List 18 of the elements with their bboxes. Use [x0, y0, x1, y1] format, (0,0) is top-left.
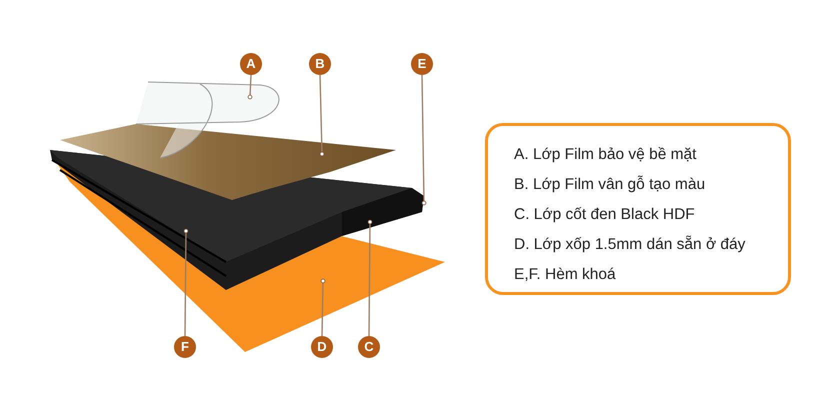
leader-line: [421, 74, 426, 206]
callout-marker: C: [358, 336, 380, 358]
layer-description: C. Lớp cốt đen Black HDF: [514, 205, 695, 225]
leader-line: [248, 74, 252, 100]
callout-marker: F: [174, 336, 196, 358]
layer-description: D. Lớp xốp 1.5mm dán sẵn ở đáy: [514, 234, 746, 255]
callout-marker: A: [240, 53, 262, 75]
callout-marker: E: [411, 53, 433, 75]
callout-marker: B: [309, 53, 331, 75]
leader-line: [184, 228, 188, 336]
layer-description: E,F. Hèm khoá: [514, 265, 616, 285]
layer-description: A. Lớp Film bảo vệ bề mặt: [514, 145, 696, 165]
legend-panel: [485, 123, 791, 295]
layer-description: B. Lớp Film vân gỗ tạo màu: [514, 174, 706, 195]
leader-line: [319, 74, 324, 156]
leader-line: [320, 278, 326, 336]
leader-line: [368, 220, 372, 336]
callout-marker: D: [311, 336, 333, 358]
